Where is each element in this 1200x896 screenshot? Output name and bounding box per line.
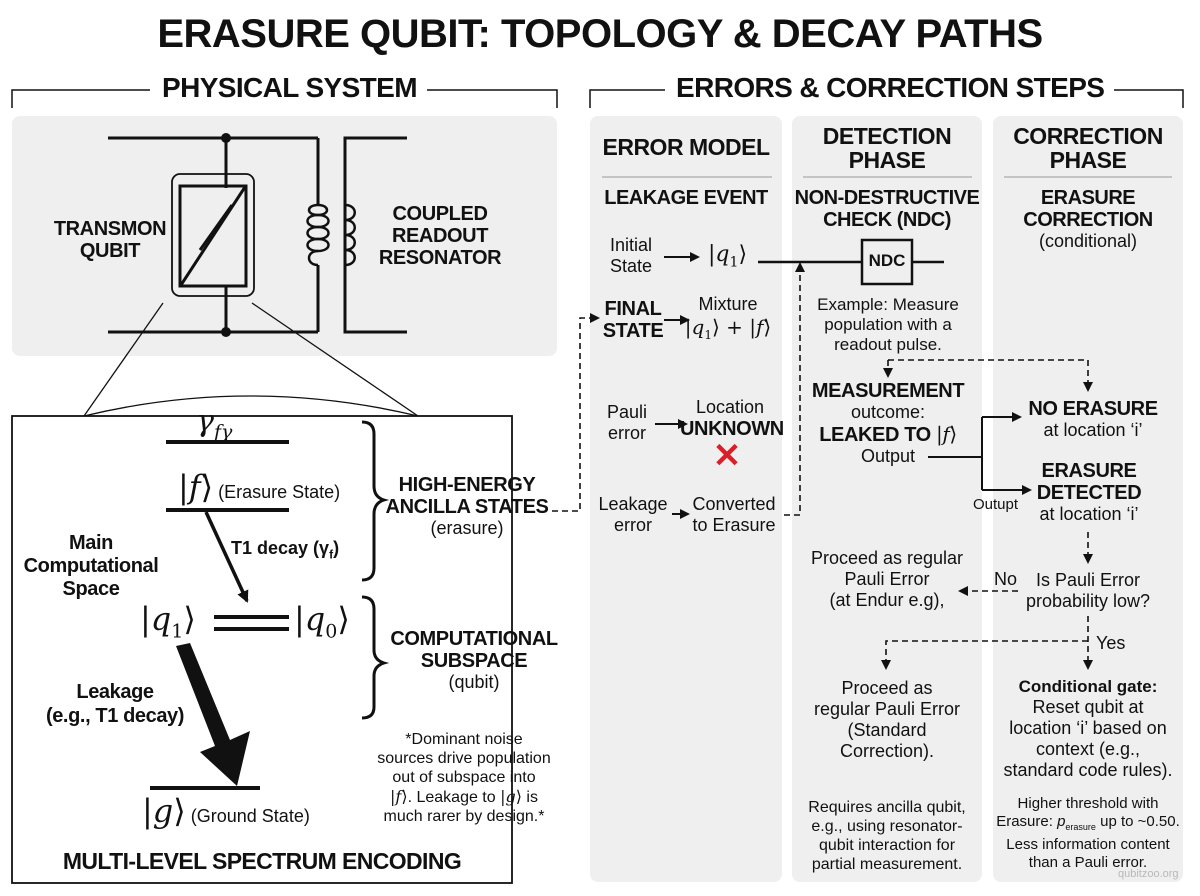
computational-subspace-label: COMPUTATIONAL SUBSPACE (qubit) [390,628,558,692]
erasure-to-ndc-arrow [784,262,805,516]
level-gamma-f-gamma: γfγ [196,404,233,443]
correction-phase-column [993,116,1183,882]
error-model-heading: ERROR MODEL [602,134,771,160]
inductor-coil-left-icon [306,203,330,267]
zoom-callout-lines [83,302,419,417]
correction-phase-heading: CORRECTION PHASE [1013,123,1163,173]
pauli-error-label: Pauli error [606,402,648,443]
inductor-coil-right-icon [344,203,356,267]
error-x-icon: ✕ [712,437,742,475]
conditional-gate-text: Conditional gate: Reset qubit at locatio… [1003,677,1173,780]
no-erasure-outcome: NO ERASURE at location ‘i’ [1028,398,1158,440]
level-ground-label: |g⟩ (Ground State) [142,792,310,830]
leakage-event-heading: LEAKAGE EVENT [604,187,768,209]
circuit-node-top [221,133,231,143]
brace-high-energy [361,420,390,582]
ndc-box [860,238,914,286]
watermark: qubitzoo.org [1118,868,1179,880]
initial-state-label: Initial State [609,235,653,276]
standard-correction-text: Proceed as regular Pauli Error (Standard… [813,678,961,761]
mixture-state: Mixture |q1⟩ + |f⟩ [684,294,772,342]
errors-section-bracket [589,89,1184,108]
ndc-subheading: NON-DESTRUCTIVE CHECK (NDC) [794,187,980,231]
detection-phase-heading: DETECTION PHASE [822,123,952,173]
circuit-panel [12,116,557,356]
high-energy-ancilla-label: HIGH-ENERGY ANCILLA STATES (erasure) [385,474,549,538]
leakage-label: Leakage (e.g., T1 decay) [45,681,185,727]
spectrum-caption: MULTI-LEVEL SPECTRUM ENCODING [62,848,462,874]
output-branch-label: Outupt [973,496,1019,513]
page-title: ERASURE QUBIT: TOPOLOGY & DECAY PATHS [157,12,1043,56]
no-branch-label: No [994,569,1018,589]
spectrum-box [11,415,513,884]
erasure-link-arrow [552,313,600,512]
location-unknown-label: Location UNKNOWN [680,397,784,440]
final-state-label: FINAL STATE [602,298,664,342]
josephson-junction-icon [171,173,255,297]
physical-section-bracket [11,89,558,108]
t1-decay-label: T1 decay (γf) [231,538,340,562]
ndc-box-label: NDC [868,251,906,270]
converted-to-erasure-label: Converted to Erasure [692,494,776,535]
t1-decay-arrow [204,511,249,603]
pauli-probability-question: Is Pauli Error probability low? [1025,570,1151,611]
energy-levels [150,440,289,790]
detection-phase-column [792,116,982,882]
errors-section-title: ERRORS & CORRECTION STEPS [666,72,1115,104]
physical-system-title: PHYSICAL SYSTEM [152,72,427,104]
level-f-label: |f⟩ (Erasure State) [178,468,341,506]
erasure-threshold-note: Higher threshold with Erasure: perasure … [996,795,1180,871]
circuit-node-bottom [221,327,231,337]
erasure-detected-outcome: ERASURE DETECTED at location ‘i’ [1036,460,1142,524]
initial-state-ket: |q1⟩ [708,242,748,271]
ancilla-requirement-note: Requires ancilla qubit, e.g., using reso… [808,799,966,873]
readout-resonator-label: COUPLED READOUT RESONATOR [378,203,502,269]
leakage-error-label: Leakage error [598,494,668,535]
leakage-arrow [176,643,250,786]
yes-branch-label: Yes [1096,633,1126,653]
main-computational-space-label: Main Computational Space [23,532,159,600]
transmon-qubit-label: TRANSMON QUBIT [53,218,167,262]
level-q0-label: |q0⟩ [294,600,350,643]
erasure-correction-subheading: ERASURE CORRECTION (conditional) [1023,187,1153,251]
brace-computational [361,595,390,720]
proceed-regular-pauli-text: Proceed as regular Pauli Error (at Endur… [810,548,964,610]
dominant-noise-note: *Dominant noise sources drive population… [377,731,551,825]
ndc-example-text: Example: Measure population with a reado… [817,295,959,354]
measurement-outcome: MEASUREMENT outcome: LEAKED TO |f⟩ Outpu… [811,380,965,466]
standard-correction-arrow [881,640,1088,670]
level-q1-label: |q1⟩ [140,600,196,643]
error-model-column [590,116,782,882]
